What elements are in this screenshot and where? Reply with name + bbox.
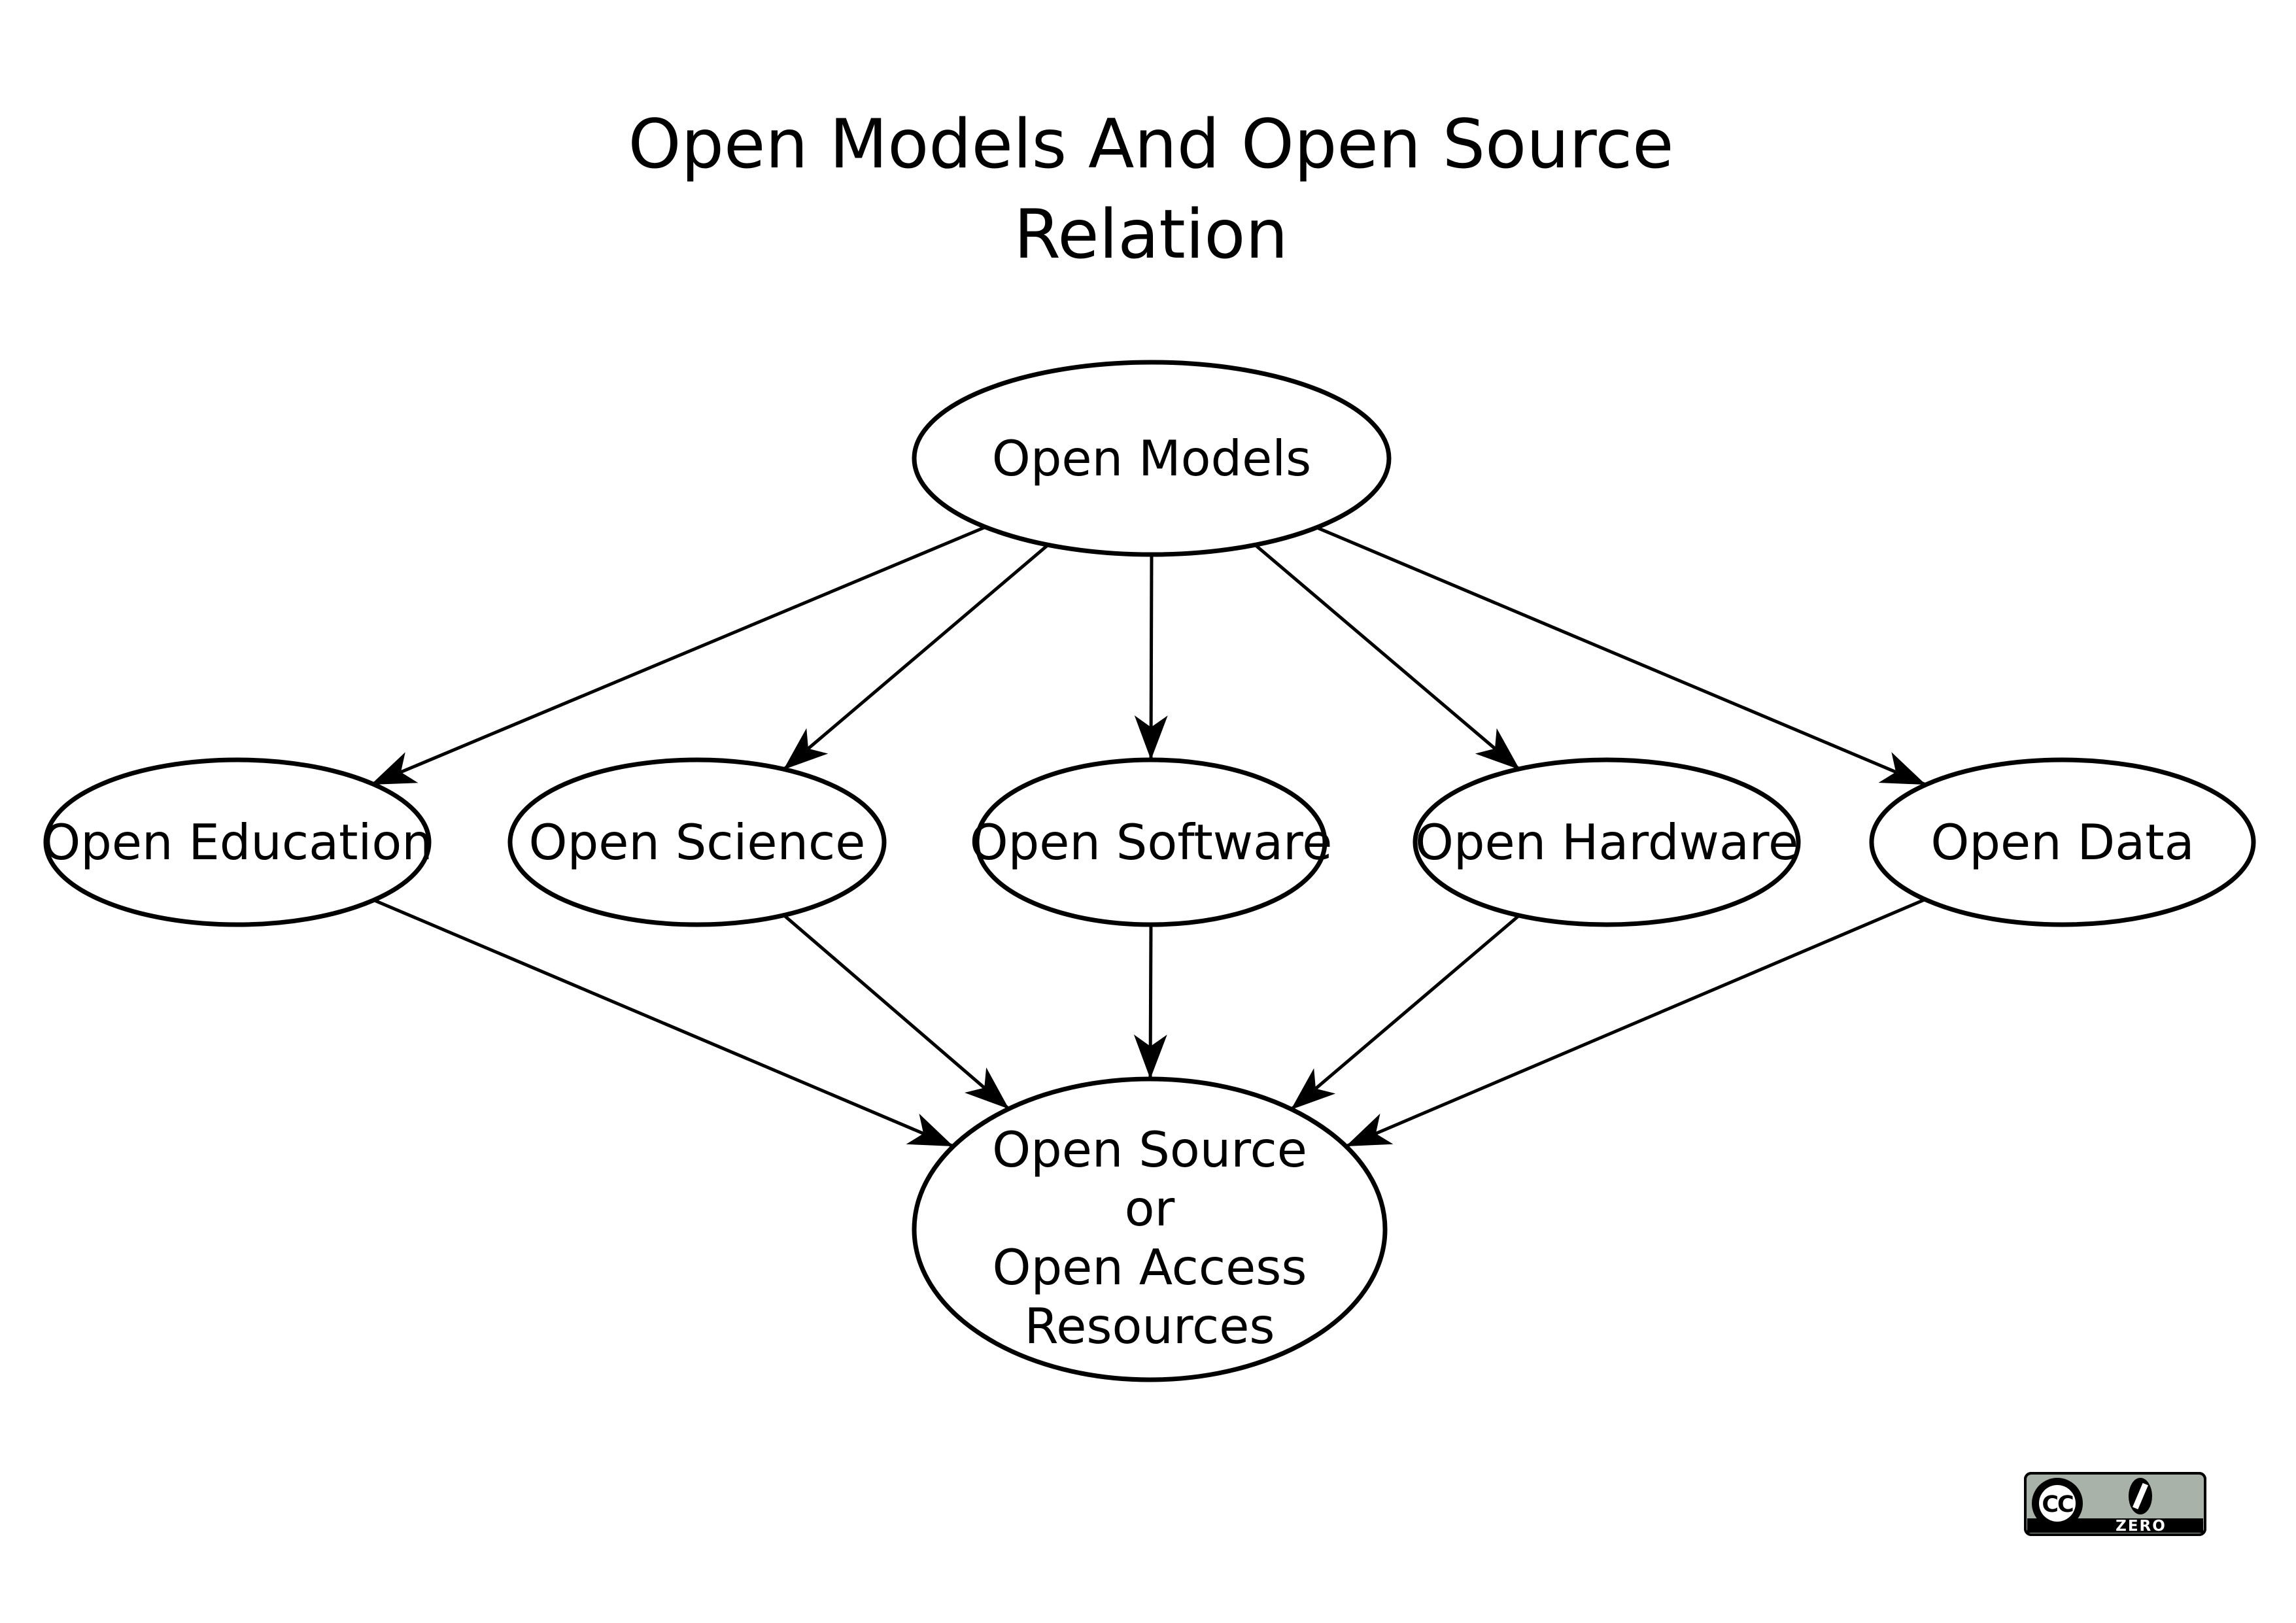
node-open-science-label: Open Science bbox=[529, 813, 866, 871]
node-open-education: Open Education bbox=[42, 757, 433, 927]
cc-logo-letters: CC bbox=[2042, 1492, 2073, 1518]
node-open-data-ellipse bbox=[1869, 757, 2256, 927]
node-open-hardware-label: Open Hardware bbox=[1415, 813, 1798, 871]
edge-open-education-to-open-source bbox=[371, 897, 954, 1148]
cc-logo-inner-circle bbox=[2039, 1485, 2076, 1522]
node-open-source-label-line-4: Resources bbox=[1024, 1297, 1275, 1355]
edge-open-hardware-to-open-source bbox=[1290, 914, 1520, 1111]
diagram-title: Open Models And Open Source Relation bbox=[628, 105, 1674, 274]
edges-top-to-middle bbox=[370, 525, 1927, 787]
node-open-education-ellipse bbox=[43, 757, 432, 927]
edge-open-models-to-open-software bbox=[1134, 554, 1168, 760]
title-line-1: Open Models And Open Source bbox=[628, 105, 1674, 184]
node-open-models-label: Open Models bbox=[992, 430, 1311, 487]
node-open-software: Open Software bbox=[970, 757, 1333, 927]
node-open-data: Open Data bbox=[1869, 757, 2256, 927]
edge-open-models-to-open-education bbox=[370, 525, 986, 787]
node-open-models: Open Models bbox=[912, 360, 1392, 557]
node-open-science: Open Science bbox=[507, 757, 887, 927]
license-zero-label: ZERO bbox=[2116, 1518, 2167, 1535]
node-open-source-ellipse bbox=[912, 1076, 1388, 1382]
edge-open-science-to-open-source bbox=[782, 914, 1010, 1110]
node-open-software-ellipse bbox=[974, 757, 1328, 927]
license-badge-border bbox=[2024, 1472, 2206, 1536]
cc-logo-icon: CC bbox=[2032, 1478, 2083, 1529]
edge-open-models-to-open-science bbox=[782, 543, 1050, 771]
edge-open-models-to-open-hardware bbox=[1254, 543, 1521, 771]
cc-zero-license-badge[interactable]: CC ZERO bbox=[2024, 1472, 2206, 1536]
edge-open-software-to-open-source bbox=[1133, 924, 1167, 1080]
edge-open-data-to-open-source bbox=[1345, 897, 1927, 1148]
title-line-2: Relation bbox=[1014, 196, 1288, 274]
node-open-source-label-line-3: Open Access bbox=[993, 1239, 1307, 1296]
node-open-data-label: Open Data bbox=[1930, 813, 2194, 871]
node-open-source-or-open-access-resources: Open Source or Open Access Resources bbox=[912, 1076, 1388, 1382]
edge-open-models-to-open-data bbox=[1316, 526, 1927, 787]
node-open-source-label-line-2: or bbox=[1125, 1180, 1175, 1237]
node-open-models-ellipse bbox=[912, 360, 1392, 557]
zero-icon-slash bbox=[2133, 1482, 2148, 1510]
node-open-hardware-ellipse bbox=[1413, 757, 1801, 927]
node-open-education-label: Open Education bbox=[42, 813, 433, 871]
node-open-hardware: Open Hardware bbox=[1413, 757, 1801, 927]
zero-icon bbox=[2129, 1478, 2152, 1514]
node-open-software-label: Open Software bbox=[970, 813, 1333, 871]
node-open-science-ellipse bbox=[507, 757, 887, 927]
edges-middle-to-bottom bbox=[371, 897, 1927, 1148]
node-open-source-label-line-1: Open Source bbox=[992, 1121, 1307, 1178]
